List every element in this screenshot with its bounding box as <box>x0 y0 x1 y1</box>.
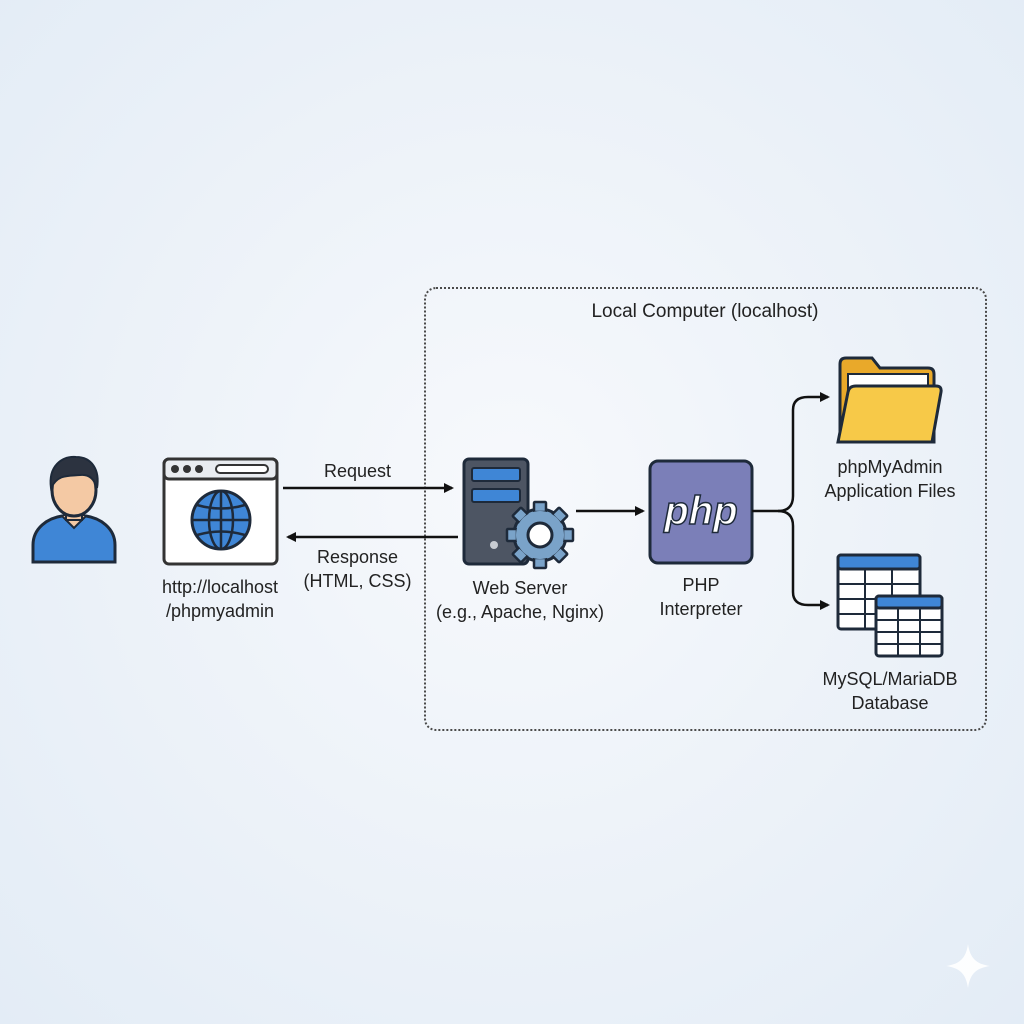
browser-window-icon <box>162 457 279 566</box>
user-icon <box>31 455 117 564</box>
database-title: MySQL/MariaDB <box>822 669 958 689</box>
web-server-subtitle: (e.g., Apache, Nginx) <box>435 602 605 622</box>
app-files-label: phpMyAdmin Application Files <box>800 455 980 503</box>
php-logo-text: php <box>663 489 737 533</box>
browser-url-line2: /phpmyadmin <box>165 601 275 621</box>
server-gear-icon <box>462 457 575 570</box>
sparkle-icon <box>946 944 990 988</box>
folder-icon <box>836 356 943 444</box>
php-logo-icon: php <box>648 459 754 565</box>
response-label-line1: Response <box>316 547 399 567</box>
database-subtitle: Database <box>851 693 929 713</box>
php-interpreter-label: PHP Interpreter <box>641 573 761 621</box>
database-table-icon <box>836 553 944 658</box>
php-interpreter-subtitle: Interpreter <box>659 599 743 619</box>
browser-url-label: http://localhost /phpmyadmin <box>140 575 300 623</box>
local-computer-label: Local Computer (localhost) <box>591 301 819 322</box>
local-computer-group <box>424 287 987 731</box>
web-server-label: Web Server (e.g., Apache, Nginx) <box>420 576 620 624</box>
app-files-title: phpMyAdmin <box>837 457 943 477</box>
php-branch-arrows <box>752 392 830 610</box>
web-server-title: Web Server <box>472 578 568 598</box>
response-label: Response (HTML, CSS) <box>290 545 425 593</box>
response-label-line2: (HTML, CSS) <box>303 571 412 591</box>
browser-url-line1: http://localhost <box>161 577 279 597</box>
php-interpreter-title: PHP <box>682 575 720 595</box>
database-label: MySQL/MariaDB Database <box>800 667 980 715</box>
app-files-subtitle: Application Files <box>824 481 956 501</box>
request-label: Request <box>323 461 392 481</box>
